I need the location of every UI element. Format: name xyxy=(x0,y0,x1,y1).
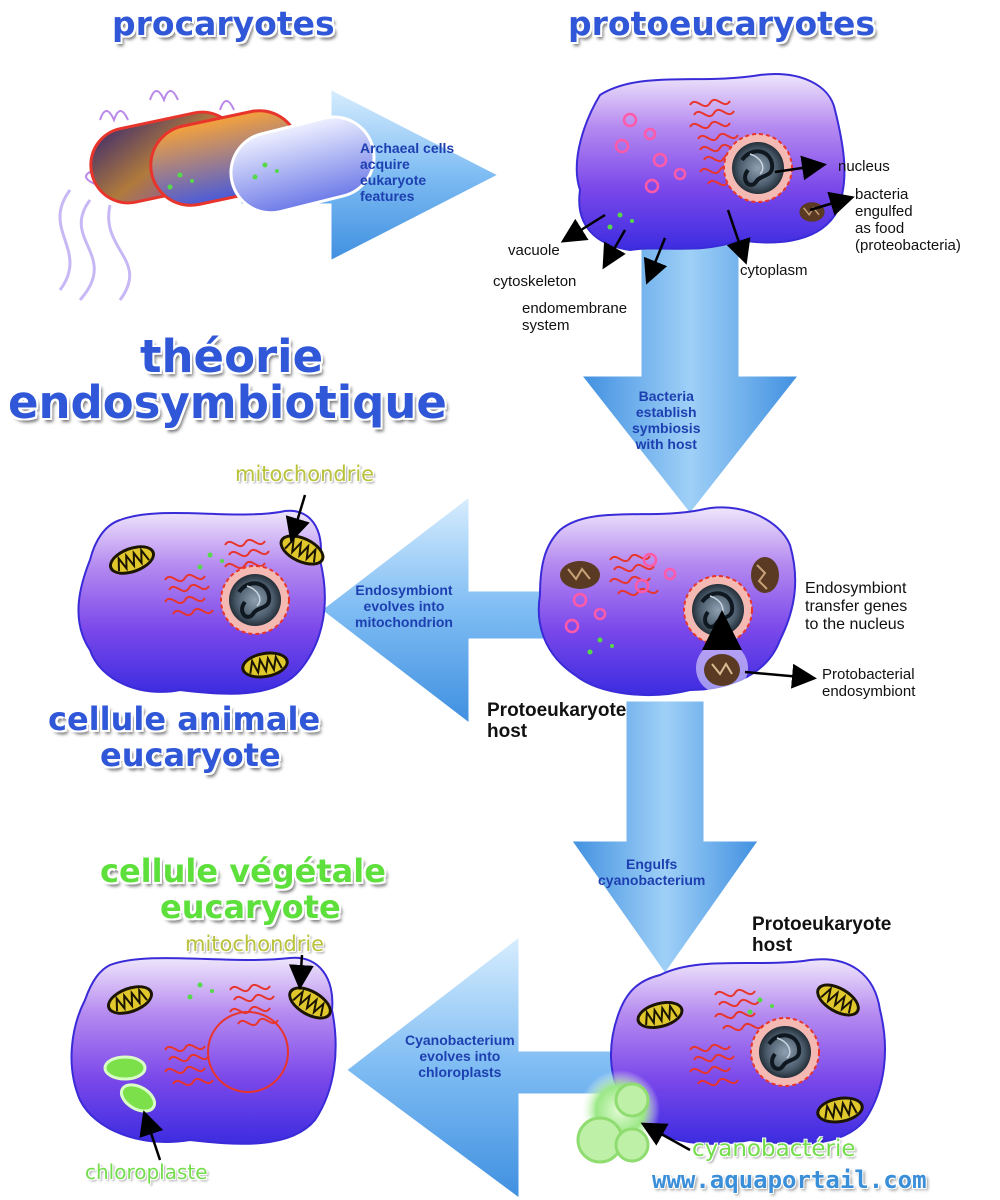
title-plant-line1: cellule végétale xyxy=(100,852,386,890)
label-nucleus: nucleus xyxy=(838,158,890,175)
title-animal-line1: cellule animale xyxy=(48,700,321,738)
arrow-engulfs-down xyxy=(567,698,763,978)
annotation-arrow-cyano xyxy=(640,1122,691,1152)
label-host-bottom: Protoeukaryote host xyxy=(752,914,892,956)
annotation-arrow-mito-animal xyxy=(285,494,310,543)
annotation-arrow-protobacterial xyxy=(744,663,817,689)
arrow-mitochondrion-left xyxy=(317,491,557,729)
plant-cell xyxy=(70,956,339,1145)
annotation-arrow-mito-plant xyxy=(288,954,314,990)
label-bacteria-food: bacteria engulfed as food (proteobacteri… xyxy=(855,186,961,254)
protoeukaryote-cell-bottom xyxy=(576,958,886,1164)
label-vacuole: vacuole xyxy=(508,242,560,259)
animal-cell xyxy=(77,509,331,695)
arrow-text-archaeal: Archaeal cells acquire eukaryote feature… xyxy=(360,140,455,204)
label-chloroplaste: chloroplaste xyxy=(85,1160,208,1184)
title-animal-line2: eucaryote xyxy=(100,736,281,774)
title-procaryotes: procaryotes xyxy=(112,4,335,43)
arrow-text-engulfs: Engulfs cyanobacterium xyxy=(598,856,706,888)
label-transfer-genes: Endosymbiont transfer genes to the nucle… xyxy=(805,580,908,633)
footer-url: www.aquaportail.com xyxy=(652,1166,927,1194)
label-protobacterial: Protobacterial endosymbiont xyxy=(822,666,916,700)
label-host-middle: Protoeukaryote host xyxy=(487,700,627,742)
label-mitochondrie-animal: mitochondrie xyxy=(235,462,375,486)
title-protoeucaryotes: protoeucaryotes xyxy=(568,4,875,43)
label-cyanobacterie: cyanobactérie xyxy=(692,1136,856,1162)
label-cytoplasm: cytoplasm xyxy=(740,262,808,279)
title-theory-line2: endosymbiotique xyxy=(8,376,447,429)
title-plant-line2: eucaryote xyxy=(160,888,341,926)
prokaryote-cells xyxy=(58,90,376,301)
label-endomembrane: endomembrane system xyxy=(522,300,628,334)
protoeukaryote-cell-middle xyxy=(537,506,797,696)
arrow-text-symbiosis: Bacteria establish symbiosis with host xyxy=(632,388,701,452)
arrow-text-chloroplasts: Cyanobacterium evolves into chloroplasts xyxy=(405,1032,515,1080)
annotation-arrows-top xyxy=(560,155,855,285)
arrow-text-mitochondrion: Endosymbiont evolves into mitochondrion xyxy=(355,582,453,630)
title-theory-line1: théorie xyxy=(140,330,324,383)
label-cytoskeleton: cytoskeleton xyxy=(493,273,577,290)
annotation-arrow-chloroplast xyxy=(139,1110,164,1161)
label-mitochondrie-plant: mitochondrie xyxy=(185,932,325,956)
protoeukaryote-cell-top xyxy=(575,73,846,252)
